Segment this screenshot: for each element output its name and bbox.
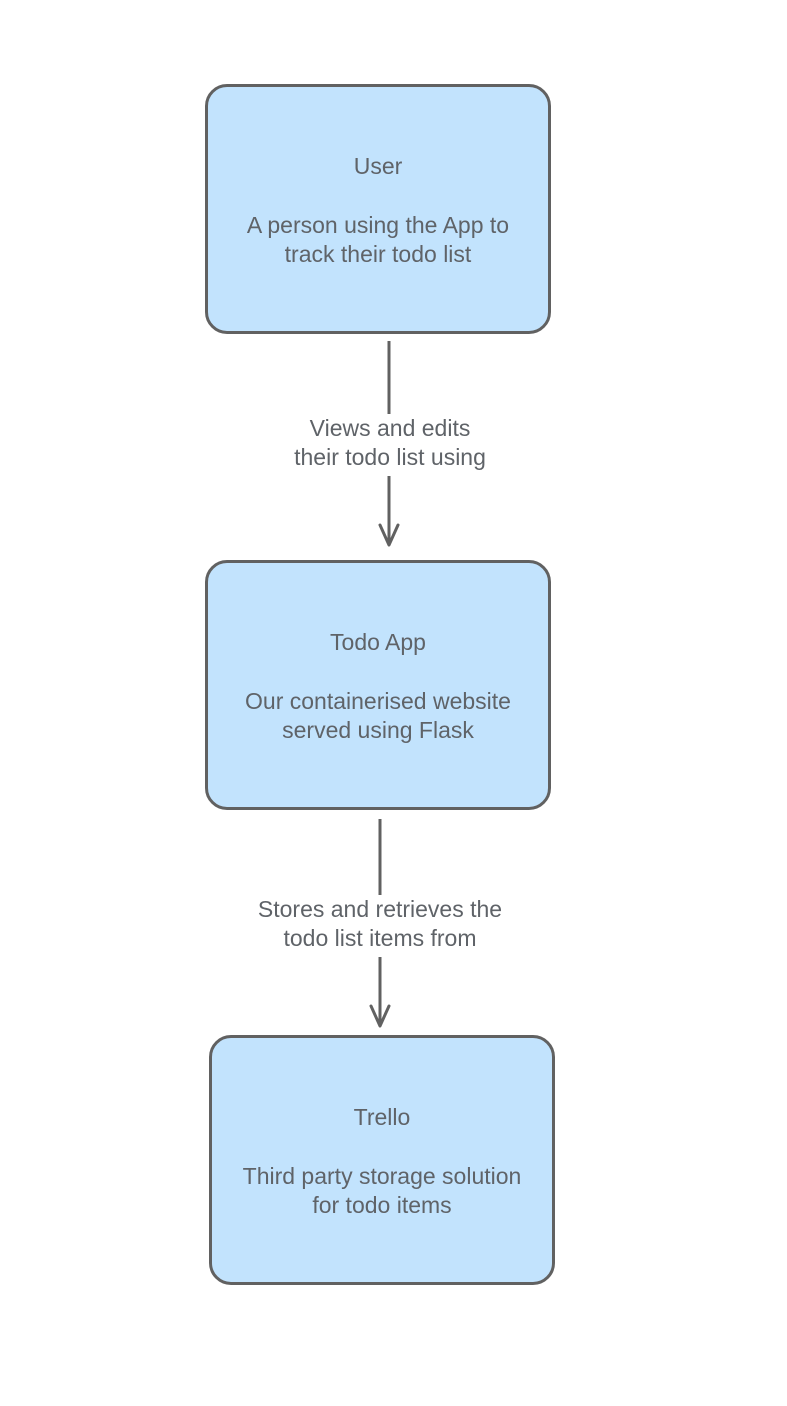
- node-description-line: A person using the App to: [246, 212, 510, 238]
- node-title: Trello: [353, 1104, 411, 1130]
- node-description: Our containerised website served using F…: [208, 687, 548, 745]
- edge-label-line: todo list items from: [283, 925, 477, 951]
- arrowhead-icon: [369, 1004, 391, 1028]
- node-todo-app[interactable]: Todo App Our containerised website serve…: [205, 560, 551, 810]
- node-title: Todo App: [330, 629, 426, 655]
- node-description: A person using the App to track their to…: [208, 211, 548, 269]
- node-trello[interactable]: Trello Third party storage solution for …: [209, 1035, 555, 1285]
- node-description-line: for todo items: [312, 1192, 452, 1218]
- edge-label-line: Stores and retrieves the: [257, 896, 503, 922]
- node-description: Third party storage solution for todo it…: [212, 1162, 552, 1220]
- node-description-line: Our containerised website: [245, 688, 511, 714]
- edge-label-user-to-app: Views and edits their todo list using: [270, 414, 510, 476]
- node-title: User: [353, 153, 403, 179]
- node-description-line: served using Flask: [282, 717, 474, 743]
- node-description-line: track their todo list: [284, 241, 472, 267]
- arrowhead-icon: [378, 523, 400, 547]
- node-user[interactable]: User A person using the App to track the…: [205, 84, 551, 334]
- edge-label-line: their todo list using: [294, 444, 486, 470]
- node-description-line: Third party storage solution: [242, 1163, 522, 1189]
- edge-label-line: Views and edits: [309, 415, 471, 441]
- edge-label-app-to-trello: Stores and retrieves the todo list items…: [230, 895, 530, 957]
